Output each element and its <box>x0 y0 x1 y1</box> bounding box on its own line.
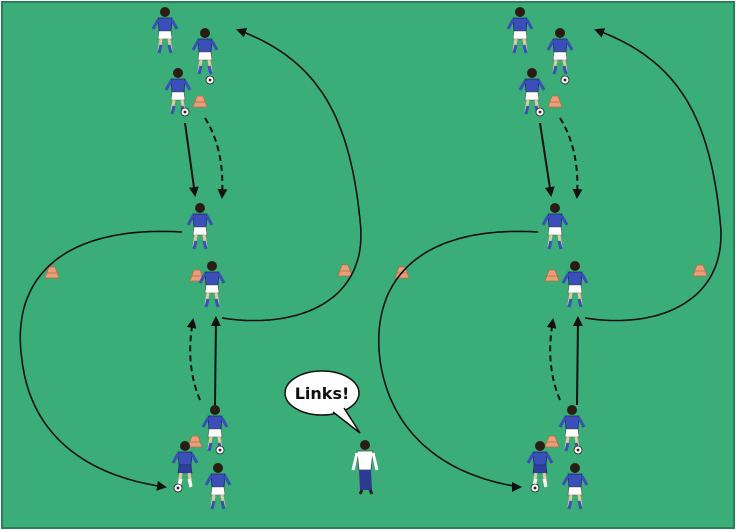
ball <box>573 445 583 455</box>
run-arrow <box>559 117 583 199</box>
right-drill <box>378 5 722 511</box>
ball <box>530 483 540 493</box>
pass-arrow <box>572 316 583 406</box>
dribble-path <box>584 28 722 322</box>
run-arrow <box>546 318 561 401</box>
speech-bubble-text: Links! <box>295 384 350 403</box>
ball <box>205 75 215 85</box>
dribble-path <box>221 28 362 322</box>
ball <box>560 75 570 85</box>
run-arrow <box>204 117 228 199</box>
left-drill <box>19 5 362 511</box>
ball <box>215 445 225 455</box>
pass-arrow <box>539 122 555 197</box>
ball <box>180 107 190 117</box>
pass-arrow <box>210 316 221 406</box>
dribble-path <box>19 230 183 491</box>
run-arrow <box>186 318 201 401</box>
ball <box>535 107 545 117</box>
speech-bubble: Links! <box>284 370 361 434</box>
dribble-path <box>378 230 539 492</box>
pass-arrow <box>184 122 199 197</box>
coach <box>351 440 379 495</box>
ball <box>173 483 183 493</box>
